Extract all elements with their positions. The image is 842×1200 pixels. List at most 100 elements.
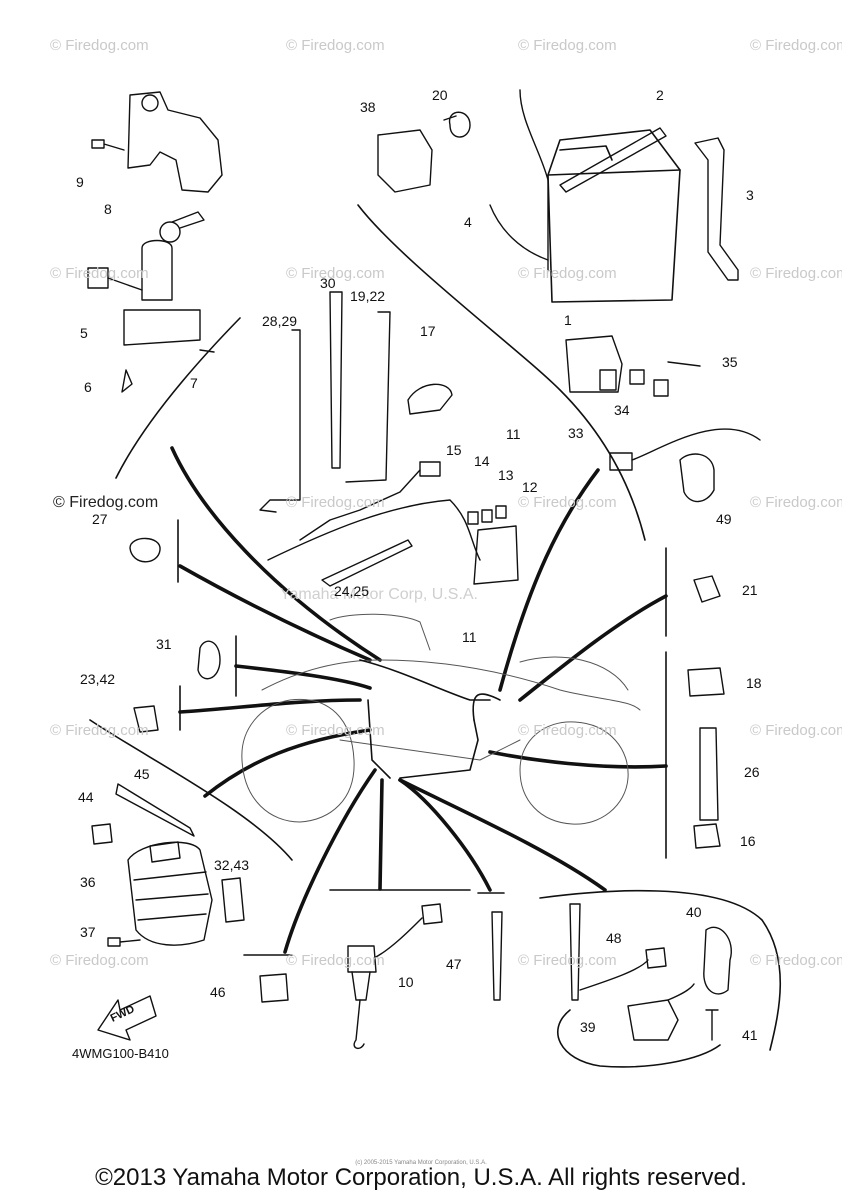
- part-number: 6: [84, 379, 92, 395]
- part-number: 11: [462, 629, 477, 645]
- clip-part-32: [221, 877, 245, 923]
- clamp-part-20: [443, 111, 471, 138]
- clip-part-16: [693, 823, 721, 849]
- part-number: 28,29: [262, 313, 298, 329]
- bracket-hole: [141, 94, 159, 112]
- part-number: 7: [190, 375, 198, 391]
- part-number: 31: [156, 636, 172, 652]
- watermark: © Firedog.com: [518, 952, 617, 969]
- part-number: 30: [320, 275, 336, 291]
- boot-part-26: [699, 727, 719, 821]
- cable-tie-part-28: [259, 329, 301, 513]
- part-number: 15: [446, 442, 462, 458]
- part-number: 4: [464, 214, 472, 230]
- clip-part-44: [91, 823, 113, 845]
- watermark: © Firedog.com: [50, 952, 149, 969]
- part-number: 49: [716, 511, 732, 527]
- watermark: © Firedog.com: [286, 265, 385, 282]
- diagram-code: 4WMG100-B410: [72, 1046, 169, 1061]
- watermark: © Firedog.com: [750, 37, 842, 54]
- clip-part-18: [687, 667, 725, 697]
- part-number: 48: [606, 930, 622, 946]
- watermark: © Firedog.com: [750, 952, 842, 969]
- cable-tie-part-45: [115, 783, 195, 837]
- fwd-arrow-icon: [97, 995, 157, 1041]
- watermark: © Firedog.com: [50, 722, 149, 739]
- part-number: 2: [656, 87, 664, 103]
- clip-part-23: [133, 705, 159, 733]
- watermark: © Firedog.com: [286, 37, 385, 54]
- clamp-part-27: [129, 537, 161, 563]
- cable-tie-part-19: [345, 311, 391, 483]
- part-number: 18: [746, 675, 762, 691]
- strap-part-2: [559, 127, 667, 193]
- clamp-part-31: [197, 640, 221, 680]
- relay-part-38: [377, 129, 433, 193]
- bolt-part-9: [91, 139, 125, 151]
- part-number: 46: [210, 984, 226, 1000]
- watermark: © Firedog.com: [750, 494, 842, 511]
- cover-part-3: [694, 137, 739, 281]
- firedog-label: © Firedog.com: [53, 494, 159, 511]
- part-number: 10: [398, 974, 414, 990]
- part-number: 33: [568, 425, 584, 441]
- part-number: 11: [506, 426, 521, 442]
- part-number: 34: [614, 402, 630, 418]
- part-number: 9: [76, 174, 84, 190]
- watermark: © Firedog.com: [286, 952, 385, 969]
- part-number: 32,43: [214, 857, 250, 873]
- part-number: 17: [420, 323, 436, 339]
- part-number: 3: [746, 187, 754, 203]
- copyright-small: (c) 2005-2015 Yamaha Motor Corporation, …: [355, 1160, 487, 1166]
- part-number: 19,22: [350, 288, 386, 304]
- harness-part-11: [267, 461, 519, 585]
- cable-tie-part-48: [569, 903, 581, 1001]
- part-number: 40: [686, 904, 702, 920]
- part-number: 44: [78, 789, 94, 805]
- part-number: 8: [104, 201, 112, 217]
- part-number: 27: [92, 511, 108, 527]
- part-number: 1: [564, 312, 572, 328]
- watermark: © Firedog.com: [518, 37, 617, 54]
- copyright-notice: ©2013 Yamaha Motor Corporation, U.S.A. A…: [95, 1164, 747, 1191]
- bracket-part-8: [127, 91, 223, 193]
- relay-part-33: [565, 335, 701, 397]
- part-number: 38: [360, 99, 376, 115]
- part-number: 45: [134, 766, 150, 782]
- switch-part-10: [347, 903, 443, 1050]
- watermark: © Firedog.com: [518, 722, 617, 739]
- part-number: 21: [742, 582, 758, 598]
- bracket-part-40: [703, 926, 732, 995]
- battery-lead-part-4: [489, 204, 549, 261]
- leader-lines-thick: [170, 446, 668, 954]
- watermark: © Firedog.com: [286, 494, 385, 511]
- watermark: © Firedog.com: [750, 722, 842, 739]
- part-number: 24,25: [334, 583, 370, 599]
- watermark: © Firedog.com: [50, 37, 149, 54]
- watermark: © Firedog.com: [286, 722, 385, 739]
- part-number: 14: [474, 453, 490, 469]
- clip-part-21: [693, 575, 721, 603]
- part-number: 12: [522, 479, 538, 495]
- part-number: 26: [744, 764, 760, 780]
- part-number: 13: [498, 467, 514, 483]
- part-number: 37: [80, 924, 96, 940]
- main-switch-part-5: [87, 211, 215, 393]
- cable-tie-part-24: [321, 539, 413, 587]
- watermark: © Firedog.com: [50, 265, 149, 282]
- sensor-part-49: [609, 428, 761, 503]
- battery-part-1: [547, 129, 681, 303]
- harness: [359, 659, 501, 779]
- screw-part-41: [705, 1009, 719, 1041]
- clamp-part-17: [407, 383, 453, 415]
- part-number: 20: [432, 87, 448, 103]
- cable-tie-part-47: [491, 911, 503, 1001]
- group-frame-lines: [89, 204, 782, 1068]
- sensor-part-39: [579, 947, 695, 1041]
- part-number: 39: [580, 1019, 596, 1035]
- part-number: 47: [446, 956, 462, 972]
- watermark: © Firedog.com: [518, 265, 617, 282]
- watermark: © Firedog.com: [750, 265, 842, 282]
